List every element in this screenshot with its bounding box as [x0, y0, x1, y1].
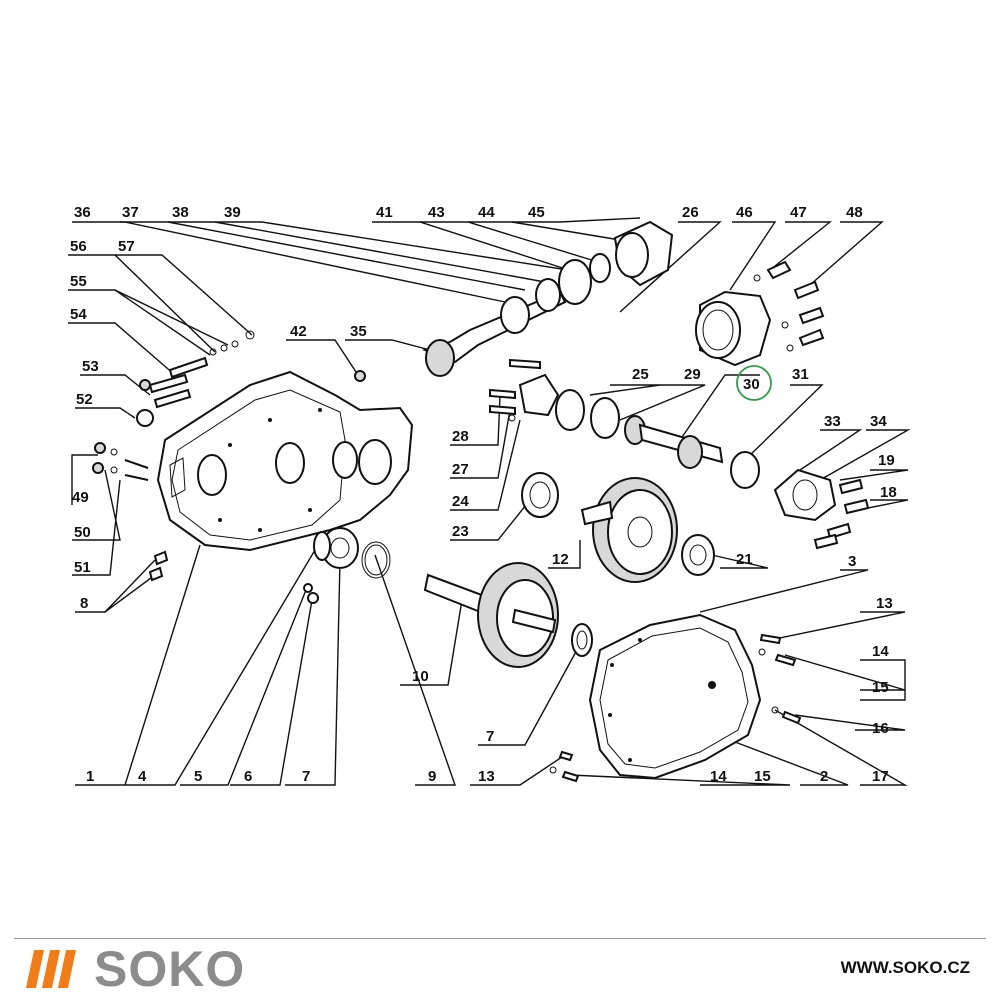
callout-2: 2 [820, 768, 828, 785]
callout-12: 12 [552, 551, 569, 568]
callout-27: 27 [452, 461, 469, 478]
bolts-right [813, 478, 870, 550]
callout-1: 1 [86, 768, 94, 785]
callout-29: 29 [684, 366, 701, 383]
callout-9: 9 [428, 768, 436, 785]
callout-7-left: 7 [302, 768, 310, 785]
callout-14-right: 14 [872, 643, 889, 660]
callout-33: 33 [824, 413, 841, 430]
bearing-23 [521, 472, 559, 518]
gear-shaft-10 [423, 562, 559, 668]
callout-5: 5 [194, 768, 202, 785]
callout-54: 54 [70, 306, 87, 323]
callout-4: 4 [138, 768, 147, 785]
callout-15-bottom: 15 [754, 768, 771, 785]
website-url: WWW.SOKO.CZ [840, 958, 970, 977]
callout-17: 17 [872, 768, 889, 785]
callout-48: 48 [846, 204, 863, 221]
bevel-shaft-assembly [422, 220, 674, 377]
callout-49: 49 [72, 489, 89, 506]
callout-31: 31 [792, 366, 809, 383]
callout-15-right: 15 [872, 679, 889, 696]
callout-8: 8 [80, 595, 88, 612]
callout-56: 56 [70, 238, 87, 255]
footer-divider [14, 938, 986, 939]
callout-57: 57 [118, 238, 135, 255]
callout-19: 19 [878, 452, 895, 469]
callout-16: 16 [872, 720, 889, 737]
callout-39: 39 [224, 204, 241, 221]
callout-21: 21 [736, 551, 753, 568]
callout-34: 34 [870, 413, 887, 430]
callout-37: 37 [122, 204, 139, 221]
highlight-ring [736, 365, 772, 401]
callout-47: 47 [790, 204, 807, 221]
callout-52: 52 [76, 391, 93, 408]
callout-7-middle: 7 [486, 728, 494, 745]
callout-35: 35 [350, 323, 367, 340]
gearbox-cover [588, 613, 762, 780]
large-gear-12 [580, 477, 678, 583]
callout-50: 50 [74, 524, 91, 541]
bearing-sleeve [695, 290, 772, 367]
seal-ring-7 [571, 623, 593, 657]
callout-23: 23 [452, 523, 469, 540]
callout-25: 25 [632, 366, 649, 383]
callout-labels: 36 37 38 39 41 43 44 45 26 46 47 48 56 5… [70, 204, 897, 785]
callout-53: 53 [82, 358, 99, 375]
callout-18: 18 [880, 484, 897, 501]
logo-bars-icon [25, 950, 78, 988]
callout-13-bottom: 13 [478, 768, 495, 785]
leader-lines [68, 217, 911, 786]
callout-44: 44 [478, 204, 495, 221]
callout-38: 38 [172, 204, 189, 221]
callout-43: 43 [428, 204, 445, 221]
callout-6: 6 [244, 768, 252, 785]
brand-logo-text: SOKO [94, 941, 246, 997]
bearing-21 [681, 534, 715, 576]
callout-3: 3 [848, 553, 856, 570]
callout-55: 55 [70, 273, 87, 290]
exploded-parts-diagram: 36 37 38 39 41 43 44 45 26 46 47 48 56 5… [68, 204, 911, 786]
callout-28: 28 [452, 428, 469, 445]
callout-10: 10 [412, 668, 429, 685]
callout-26: 26 [682, 204, 699, 221]
output-shaft-assembly [518, 373, 760, 489]
callout-45: 45 [528, 204, 545, 221]
callout-36: 36 [74, 204, 91, 221]
callout-30: 30 [743, 376, 760, 393]
gearbox-housing [156, 370, 414, 552]
hardware-left [92, 330, 366, 582]
callout-24: 24 [452, 493, 469, 510]
left-bearing-and-clip [303, 527, 391, 604]
callout-46: 46 [736, 204, 753, 221]
callout-13-right: 13 [876, 595, 893, 612]
callout-51: 51 [74, 559, 91, 576]
shaft-flange [773, 468, 837, 522]
callout-41: 41 [376, 204, 393, 221]
callout-14-bottom: 14 [710, 768, 727, 785]
hardware-middle [489, 358, 802, 783]
screws-top-right [753, 260, 825, 352]
callout-42: 42 [290, 323, 307, 340]
